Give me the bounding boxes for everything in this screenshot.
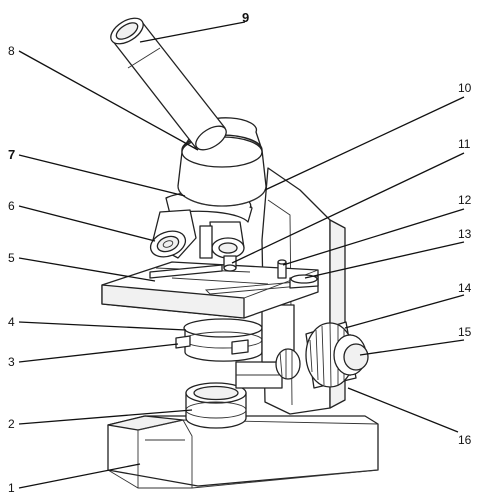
lamp [185, 382, 247, 429]
leader-12 [282, 208, 465, 266]
label-16: 16 [458, 433, 472, 447]
label-7: 7 [8, 147, 15, 162]
label-13: 13 [458, 227, 472, 241]
label-6: 6 [8, 199, 15, 213]
leader-7 [18, 154, 186, 197]
label-1: 1 [8, 481, 15, 495]
leader-lines [18, 21, 465, 489]
label-10: 10 [458, 81, 472, 95]
eyepiece-tube [110, 17, 227, 151]
label-4: 4 [8, 315, 15, 329]
label-2: 2 [8, 417, 15, 431]
leader-1 [18, 463, 141, 489]
objectives [149, 209, 245, 272]
leader-8 [18, 50, 199, 151]
leader-3 [18, 343, 179, 363]
leader-13 [304, 241, 465, 279]
label-11: 11 [458, 137, 471, 151]
leader-11 [231, 152, 465, 264]
label-14: 14 [458, 281, 472, 295]
leader-4 [18, 321, 187, 331]
focus-block [235, 304, 295, 389]
leader-16 [347, 387, 459, 433]
leader-14 [344, 294, 465, 329]
part-numbers: 1 2 3 4 5 6 7 8 9 10 11 12 13 14 15 16 [8, 10, 472, 495]
leader-5 [18, 257, 156, 282]
label-9: 9 [242, 10, 249, 25]
label-3: 3 [8, 355, 15, 369]
fine-focus-knob [275, 348, 301, 380]
leader-15 [359, 339, 465, 356]
condenser [175, 318, 273, 362]
label-5: 5 [8, 251, 15, 265]
stage-platform [101, 261, 319, 319]
label-12: 12 [458, 193, 472, 207]
leader-10 [264, 96, 465, 191]
leader-2 [18, 409, 193, 425]
label-8: 8 [8, 44, 15, 58]
label-15: 15 [458, 325, 472, 339]
leader-9 [139, 21, 246, 43]
coarse-focus-knob [305, 321, 369, 389]
leader-6 [18, 205, 156, 242]
base [107, 415, 379, 489]
